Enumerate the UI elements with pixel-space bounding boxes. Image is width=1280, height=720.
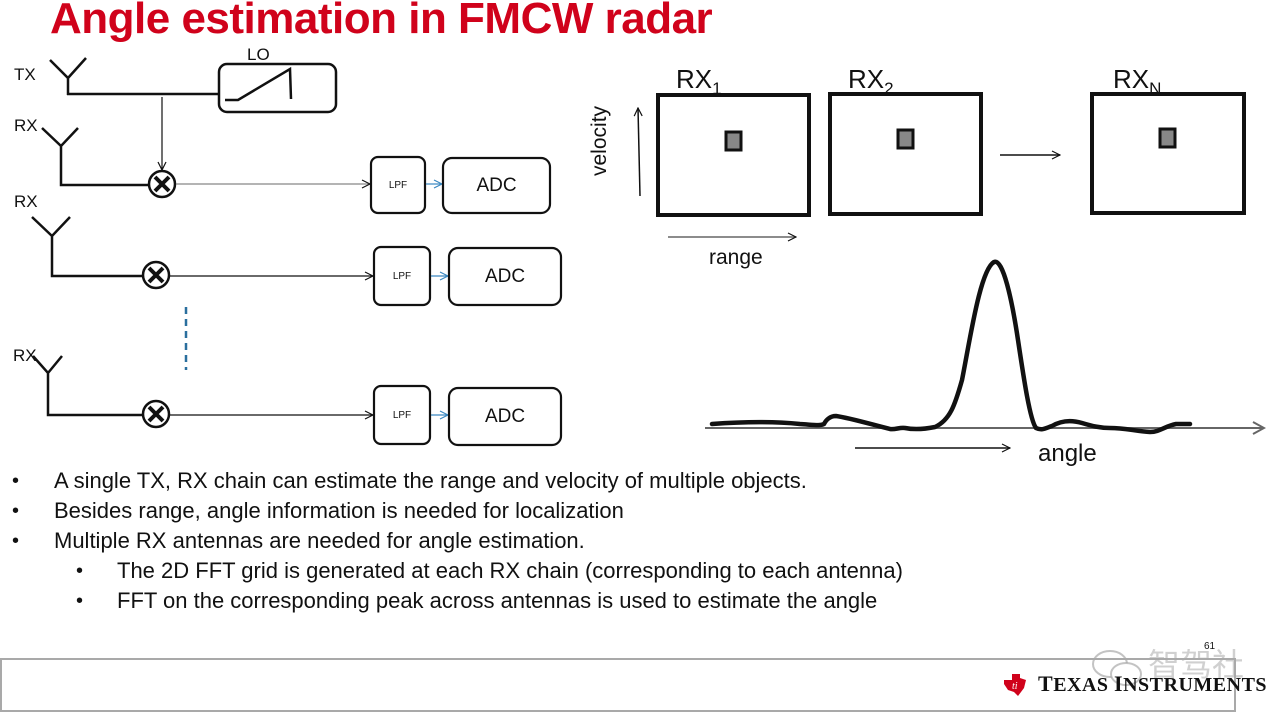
adc-label: ADC — [484, 405, 526, 427]
angle-spectrum-curve — [709, 259, 1193, 435]
bullet-text: The 2D FFT grid is generated at each RX … — [117, 558, 903, 583]
grid-label-rx2: RX2 — [848, 64, 894, 99]
rx-label: RX — [14, 192, 38, 211]
bullet-list: • A single TX, RX chain can estimate the … — [0, 466, 903, 616]
lo-label: LO — [247, 45, 270, 64]
lpf-box — [372, 384, 432, 446]
peak-cell — [1158, 127, 1177, 149]
angle-axis-label: angle — [1038, 440, 1097, 467]
ti-logo-icon: ti — [1004, 674, 1026, 696]
mixer-icon — [141, 399, 171, 429]
lo-box — [217, 62, 338, 114]
tx-antenna-icon — [49, 57, 87, 95]
watermark: 智驾社 — [1088, 640, 1244, 688]
bullet-text: A single TX, RX chain can estimate the r… — [54, 468, 807, 493]
ti-wordmark-part: EXAS — [1053, 674, 1115, 696]
chat-bubble-icon — [1092, 649, 1142, 686]
ti-wordmark-part: I — [1114, 671, 1124, 696]
ti-logo: ti TEXAS INSTRUMENTS — [1000, 670, 1267, 698]
peak-cell — [896, 128, 915, 150]
footer-bar — [0, 658, 1236, 712]
watermark-text: 智驾社 — [1148, 647, 1245, 683]
bullet-dot: • — [76, 590, 84, 612]
adc-label: ADC — [476, 174, 517, 196]
adc-label: ADC — [484, 265, 526, 287]
grid-label-subscript: N — [1149, 79, 1162, 98]
lpf-box — [369, 155, 427, 215]
adc-box — [447, 246, 563, 307]
grid-label-rxn: RXN — [1113, 64, 1161, 99]
fft-grid-rx1 — [656, 93, 811, 217]
grid-label-subscript: 1 — [712, 79, 722, 98]
mixer-icon — [147, 169, 177, 199]
ti-wordmark-part: NSTRUMENTS — [1123, 674, 1268, 696]
range-axis-label: range — [709, 246, 763, 269]
tx-label: TX — [14, 65, 36, 84]
page-number: 61 — [1204, 641, 1216, 652]
bullet-item: • Besides range, angle information is nee… — [0, 496, 903, 526]
rx-antenna-icon — [41, 127, 148, 187]
bullet-text: Multiple RX antennas are needed for angl… — [54, 528, 585, 553]
fft-grid-rxn — [1090, 92, 1246, 215]
lpf-label: LPF — [388, 179, 408, 191]
lpf-label: LPF — [392, 270, 412, 282]
ti-wordmark: TEXAS INSTRUMENTS — [1038, 671, 1267, 697]
velocity-axis-label: velocity — [588, 105, 611, 176]
bullet-item: • Multiple RX antennas are needed for ang… — [0, 526, 903, 556]
svg-text:ti: ti — [1012, 681, 1018, 692]
bullet-dot: • — [12, 530, 20, 552]
bullet-subitem: • The 2D FFT grid is generated at each RX… — [0, 556, 903, 586]
adc-box — [447, 386, 563, 447]
bullet-text: Besides range, angle information is need… — [54, 498, 624, 523]
grid-label-text: RX — [848, 64, 885, 94]
rx-antenna-icon — [32, 355, 142, 417]
bullet-dot: • — [12, 500, 20, 522]
grid-label-rx1: RX1 — [676, 64, 722, 99]
adc-box — [441, 156, 552, 215]
rx-label: RX — [13, 346, 37, 365]
bullet-dot: • — [76, 560, 84, 582]
grid-label-text: RX — [1113, 64, 1150, 94]
lpf-box — [372, 245, 432, 307]
peak-cell — [724, 130, 743, 152]
velocity-axis-arrow — [638, 108, 640, 197]
grid-label-subscript: 2 — [884, 79, 894, 98]
mixer-icon — [141, 260, 171, 290]
ti-wordmark-part: T — [1038, 671, 1054, 696]
bullet-text: FFT on the corresponding peak across ant… — [117, 588, 878, 613]
slide-title: Angle estimation in FMCW radar — [50, 0, 713, 43]
rx-label: RX — [14, 116, 38, 135]
chirp-ramp-icon — [225, 66, 293, 102]
bullet-subitem: • FFT on the corresponding peak across an… — [0, 586, 903, 616]
bullet-item: • A single TX, RX chain can estimate the … — [0, 466, 903, 496]
lpf-label: LPF — [392, 409, 412, 421]
fft-grid-rx2 — [828, 92, 983, 216]
bullet-dot: • — [12, 470, 20, 492]
grid-label-text: RX — [676, 64, 713, 94]
rx-antenna-icon — [31, 216, 142, 278]
